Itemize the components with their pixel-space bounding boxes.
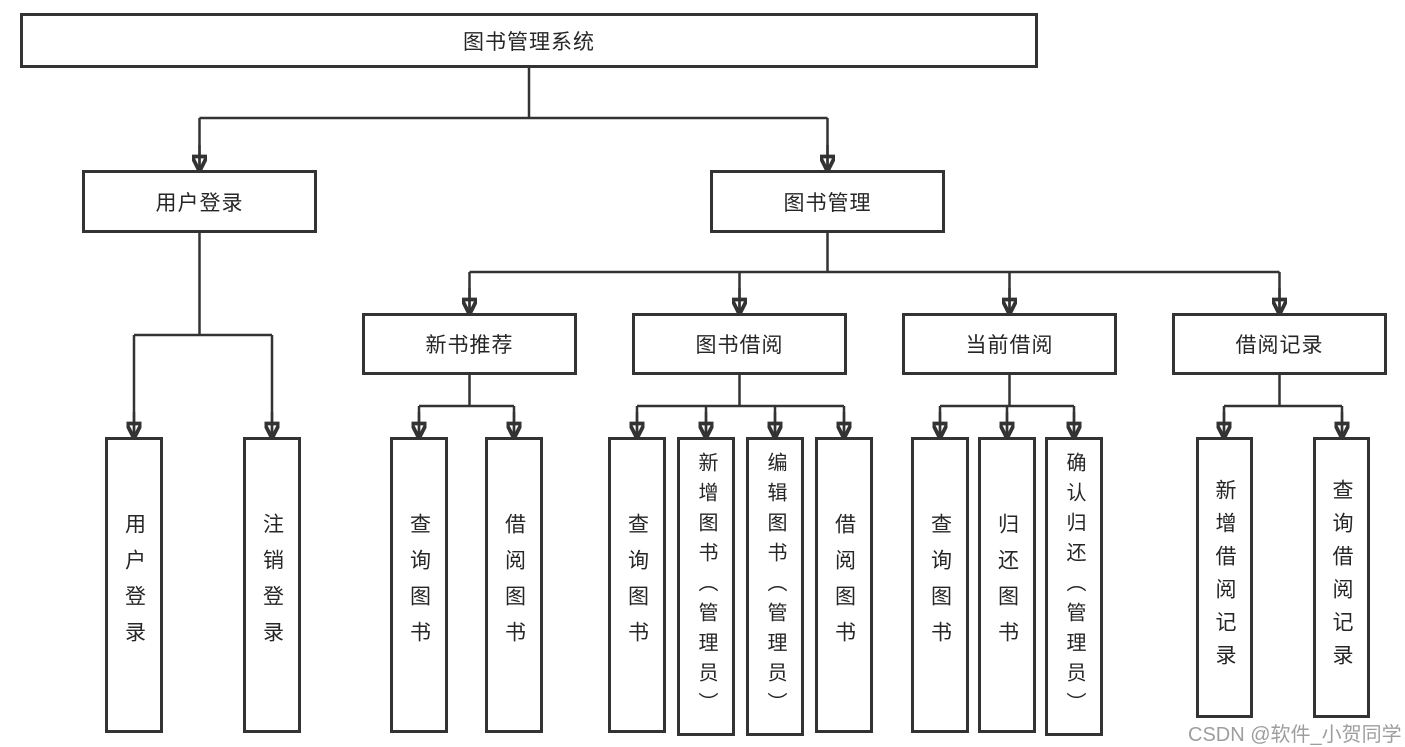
leaf-borrow-query-books: 查询图书 [608,437,666,733]
csdn-watermark: CSDN @软件_小贺同学 [1188,724,1402,746]
leaf-current-query-books: 查询图书 [911,437,969,733]
node-borrow-records: 借阅记录 [1172,313,1387,375]
leaf-borrow-add-books-admin: 新增图书（管理员） [677,437,735,736]
node-new-book-recommend: 新书推荐 [362,313,577,375]
leaf-logout: 注销登录 [243,437,301,733]
leaf-user-login-label: 用户登录 [122,513,146,657]
leaf-records-add: 新增借阅记录 [1196,437,1253,718]
leaf-current-query-books-label: 查询图书 [928,513,952,657]
node-new-book-recommend-label: 新书推荐 [425,334,514,357]
leaf-borrow-query-books-label: 查询图书 [625,513,649,657]
leaf-borrow-edit-books-admin-label: 编辑图书（管理员） [764,451,786,722]
connector-root-skeleton [198,68,829,166]
node-book-management-label: 图书管理 [783,191,872,215]
leaf-records-add-label: 新增借阅记录 [1213,478,1236,677]
connector-user-login-skeleton [132,233,274,433]
node-book-management: 图书管理 [710,170,945,233]
leaf-user-login: 用户登录 [105,437,163,733]
node-borrow-records-label: 借阅记录 [1235,334,1324,357]
leaf-borrow-borrow-books: 借阅图书 [815,437,873,733]
node-root-label: 图书管理系统 [463,30,595,54]
leaf-recommend-borrow-books-label: 借阅图书 [502,513,526,657]
leaf-current-confirm-return-admin: 确认归还（管理员） [1045,437,1103,736]
leaf-recommend-query-books: 查询图书 [390,437,448,733]
node-current-borrow-label: 当前借阅 [965,334,1054,357]
node-root: 图书管理系统 [20,13,1038,68]
leaf-current-return-books-label: 归还图书 [995,513,1019,657]
connector-new-book-recommend-skeleton [417,375,516,433]
connector-root-to-level2 [200,68,828,437]
connector-book-management-skeleton [468,233,1281,309]
node-current-borrow: 当前借阅 [902,313,1117,375]
leaf-records-query: 查询借阅记录 [1313,437,1370,718]
leaf-current-confirm-return-admin-label: 确认归还（管理员） [1063,451,1085,722]
leaf-borrow-edit-books-admin: 编辑图书（管理员） [746,437,804,736]
node-book-borrow-label: 图书借阅 [695,334,784,357]
leaf-borrow-add-books-admin-label: 新增图书（管理员） [695,451,717,722]
node-user-login: 用户登录 [82,170,317,233]
connector-current-borrow-skeleton [938,375,1076,433]
node-book-borrow: 图书借阅 [632,313,847,375]
leaf-recommend-borrow-books: 借阅图书 [485,437,543,733]
leaf-logout-label: 注销登录 [260,513,284,657]
leaf-current-return-books: 归还图书 [978,437,1036,733]
leaf-recommend-query-books-label: 查询图书 [407,513,431,657]
leaf-records-query-label: 查询借阅记录 [1330,478,1353,677]
node-user-login-label: 用户登录 [155,191,244,215]
leaf-borrow-borrow-books-label: 借阅图书 [832,513,856,657]
connector-borrow-records-skeleton [1222,375,1344,433]
connector-book-borrow-skeleton [635,375,846,433]
